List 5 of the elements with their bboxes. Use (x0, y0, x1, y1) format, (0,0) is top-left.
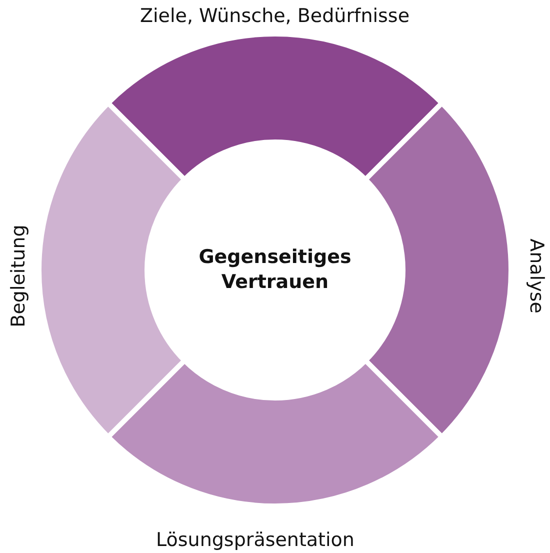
segment-label: Begleitung (6, 224, 29, 328)
segment-label: Ziele, Wünsche, Bedürfnisse (140, 5, 410, 27)
segment-label: Lösungspräsentation (156, 529, 354, 551)
center-label: Gegenseitiges Vertrauen (198, 245, 352, 295)
segment-label: Analyse (524, 238, 547, 314)
